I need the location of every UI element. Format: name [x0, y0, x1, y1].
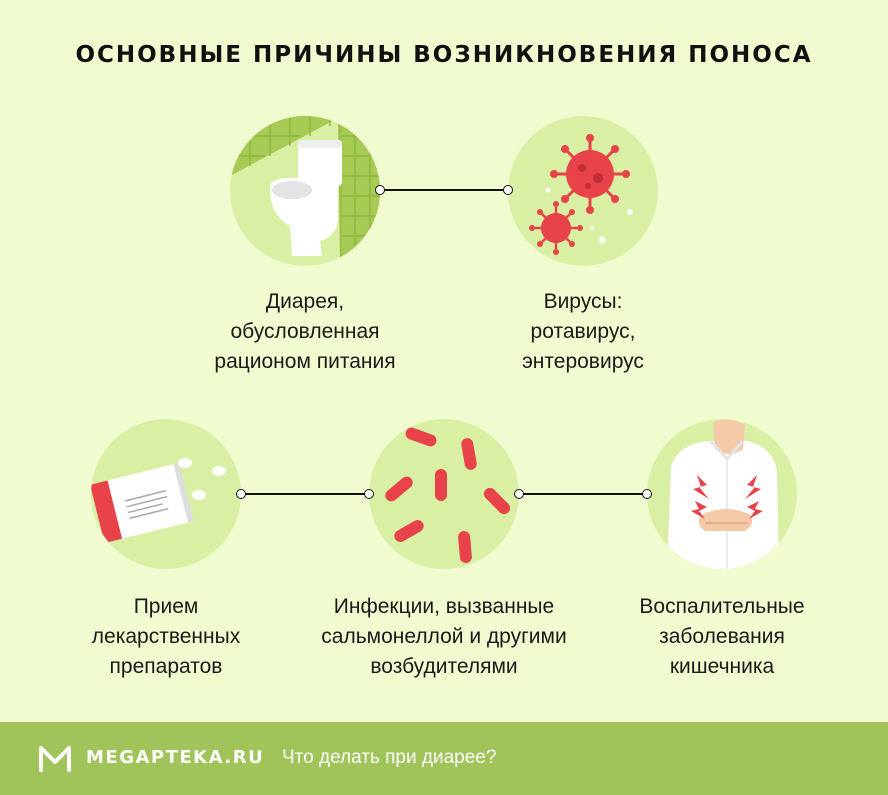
connector-line	[241, 493, 369, 495]
pills-icon	[91, 458, 226, 544]
bacteria-icon	[385, 427, 511, 563]
cause-label-infections: Инфекции, вызванные сальмонеллой и други…	[294, 592, 594, 682]
label-line: лекарственных	[91, 625, 241, 648]
cause-label-diet: Диарея, обусловленная рационом питания	[175, 287, 435, 377]
bacteria-circle	[369, 419, 519, 569]
label-line: Диарея,	[265, 290, 345, 313]
label-line: Воспалительные	[639, 595, 805, 618]
virus-circle	[508, 116, 658, 266]
connector-node	[503, 185, 513, 195]
brand-name[interactable]: MEGAPTEKA.RU	[86, 747, 265, 768]
label-line: рационом питания	[214, 350, 396, 373]
footer-bar: MEGAPTEKA.RU Что делать при диарее?	[0, 722, 888, 795]
abdominal-pain-circle	[647, 419, 797, 569]
virus-icon	[529, 134, 633, 255]
pills-circle	[91, 419, 241, 569]
abdominal-pain-icon	[667, 419, 779, 569]
label-line: возбудителями	[370, 655, 518, 678]
label-line: кишечника	[669, 655, 775, 678]
label-line: препаратов	[109, 655, 223, 678]
toilet-icon	[230, 116, 380, 266]
page-title: ОСНОВНЫЕ ПРИЧИНЫ ВОЗНИКНОВЕНИЯ ПОНОСА	[75, 42, 813, 68]
cause-label-viruses: Вирусы: ротавирус, энтеровирус	[453, 287, 713, 377]
connector-node	[364, 489, 374, 499]
connector-node	[375, 185, 385, 195]
label-line: обусловленная	[230, 320, 380, 343]
label-line: Вирусы:	[543, 290, 623, 313]
connector-node	[236, 489, 246, 499]
cause-label-medications: Прием лекарственных препаратов	[46, 592, 286, 682]
label-line: заболевания	[659, 625, 785, 648]
label-line: ротавирус,	[530, 320, 636, 343]
connector-node	[642, 489, 652, 499]
label-line: Инфекции, вызванные	[333, 595, 555, 618]
toilet-circle	[230, 116, 380, 266]
label-line: сальмонеллой и другими	[321, 625, 567, 648]
footer-article-link[interactable]: Что делать при диарее?	[282, 747, 497, 768]
megapteka-logo-icon[interactable]	[38, 744, 72, 772]
label-line: энтеровирус	[522, 350, 644, 373]
connector-line	[380, 189, 508, 191]
label-line: Прием	[133, 595, 199, 618]
cause-label-inflammatory: Воспалительные заболевания кишечника	[602, 592, 842, 682]
connector-line	[519, 493, 647, 495]
connector-node	[514, 489, 524, 499]
